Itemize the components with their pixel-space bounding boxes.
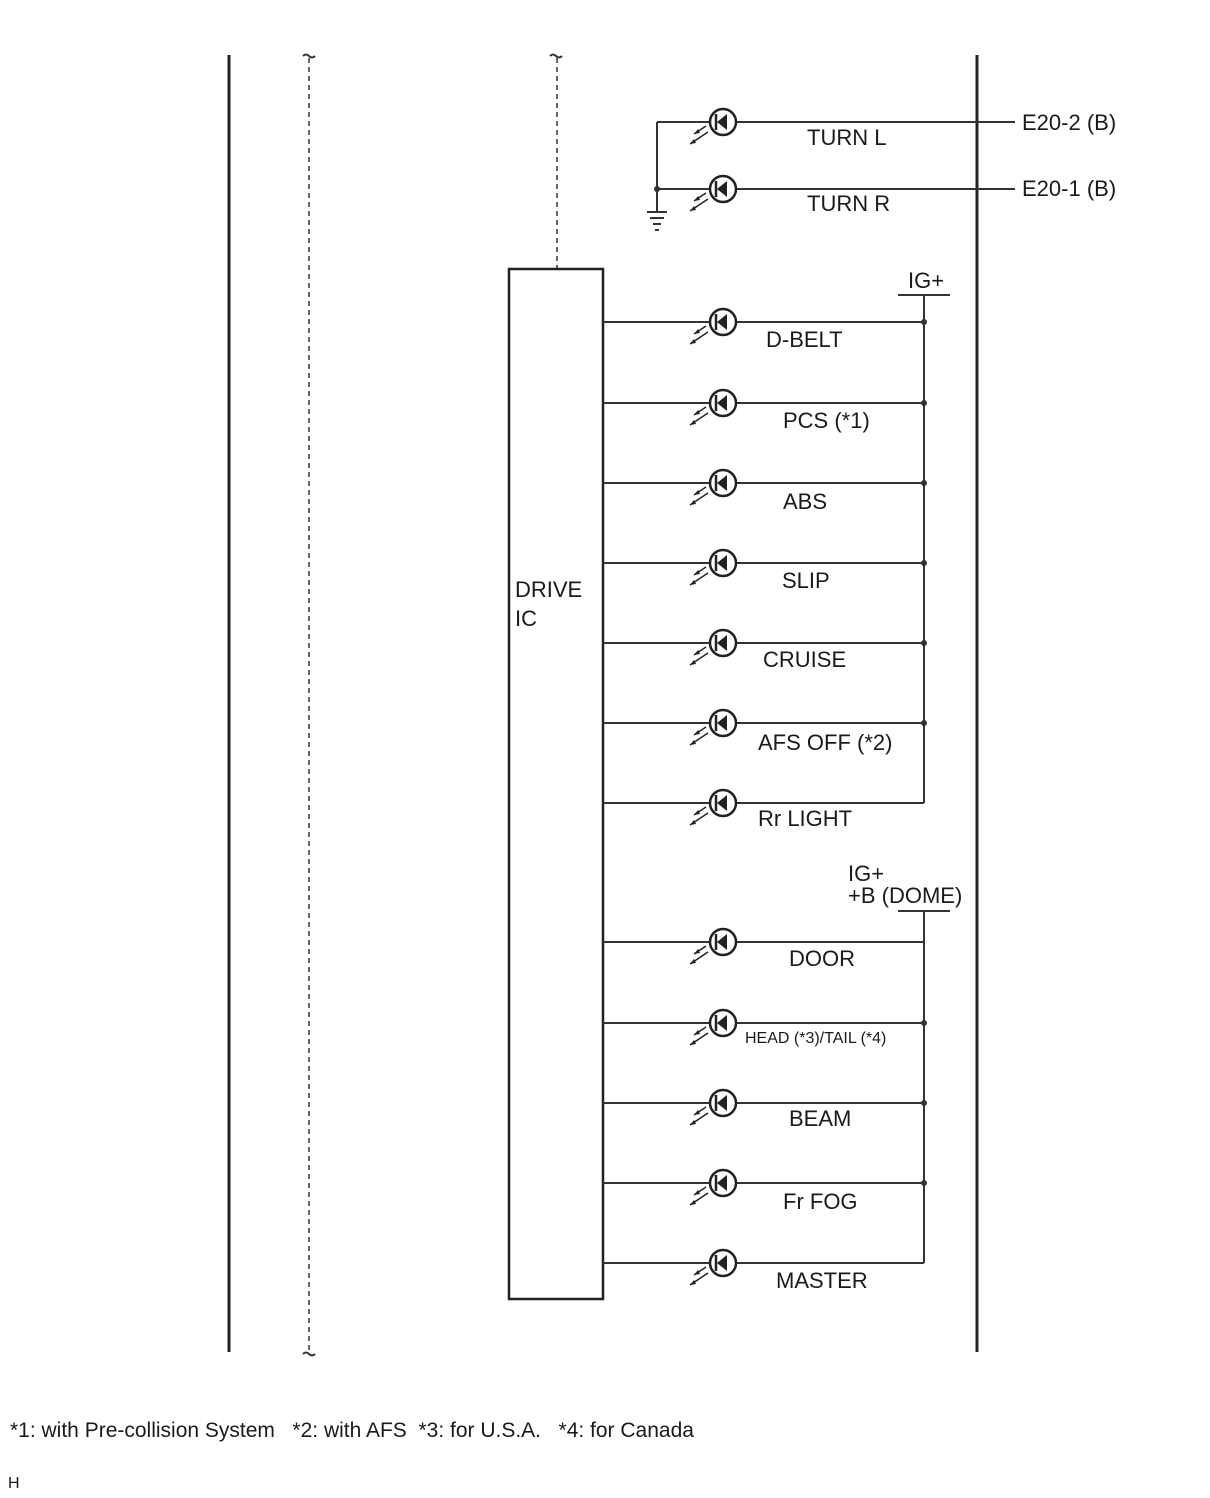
- led-lamp-icon: [689, 307, 738, 345]
- turn-r-label: TURN R: [807, 191, 890, 216]
- drive-ic-box: [507, 267, 605, 1301]
- lamp-label-door: DOOR: [789, 946, 855, 971]
- group2-wires: [603, 941, 927, 1264]
- lamp-label-beam: BEAM: [789, 1106, 851, 1131]
- footnote-text: *1: with Pre-collision System *2: with A…: [10, 1419, 694, 1442]
- led-lamp-icon: [689, 548, 738, 586]
- drive-ic-dashed-link: [549, 53, 563, 268]
- led-lamp-icon: [689, 788, 738, 826]
- lamp-label-fr-fog: Fr FOG: [783, 1189, 858, 1214]
- led-lamp-icon: [689, 388, 738, 426]
- led-lamp-icon: [689, 107, 738, 145]
- connector-e20-2-label: E20-2 (B): [1022, 110, 1116, 135]
- lamp-label-d-belt: D-BELT: [766, 327, 843, 352]
- group1-supply-label: IG+: [908, 268, 944, 293]
- ground-symbol-icon: [647, 211, 667, 231]
- corner-mark: H: [8, 1475, 20, 1492]
- group2-supply-bus: [898, 910, 950, 1263]
- led-lamp-icon: [689, 468, 738, 506]
- led-lamp-icon: [689, 1248, 738, 1286]
- lamp-label-master: MASTER: [776, 1268, 868, 1293]
- led-lamp-icon: [689, 708, 738, 746]
- drive-ic-label-line1: DRIVE: [515, 577, 582, 602]
- turn-l-label: TURN L: [807, 125, 886, 150]
- lamp-label-afs-off: AFS OFF (*2): [758, 730, 892, 755]
- left-dashed-break-line: [302, 53, 316, 1357]
- lamp-label-head-tail: HEAD (*3)/TAIL (*4): [745, 1030, 886, 1047]
- group2-supply-label-line1: IG+: [848, 861, 884, 886]
- led-lamp-icon: [689, 1088, 738, 1126]
- led-lamp-icon: [689, 1168, 738, 1206]
- led-lamp-icon: [689, 1008, 738, 1046]
- group1-wires: [603, 319, 927, 804]
- connector-e20-1-label: E20-1 (B): [1022, 176, 1116, 201]
- lamp-label-slip: SLIP: [782, 568, 830, 593]
- group2-supply-label-line2: +B (DOME): [848, 883, 962, 908]
- led-lamp-icon: [689, 628, 738, 666]
- led-lamp-icon: [689, 174, 738, 212]
- group1-supply-bus: [898, 294, 950, 803]
- lamp-label-rr-light: Rr LIGHT: [758, 806, 852, 831]
- lamp-label-cruise: CRUISE: [763, 647, 846, 672]
- led-lamp-icon: [689, 927, 738, 965]
- lamp-label-pcs: PCS (*1): [783, 408, 870, 433]
- lamp-label-abs: ABS: [783, 489, 827, 514]
- drive-ic-label-line2: IC: [515, 606, 537, 631]
